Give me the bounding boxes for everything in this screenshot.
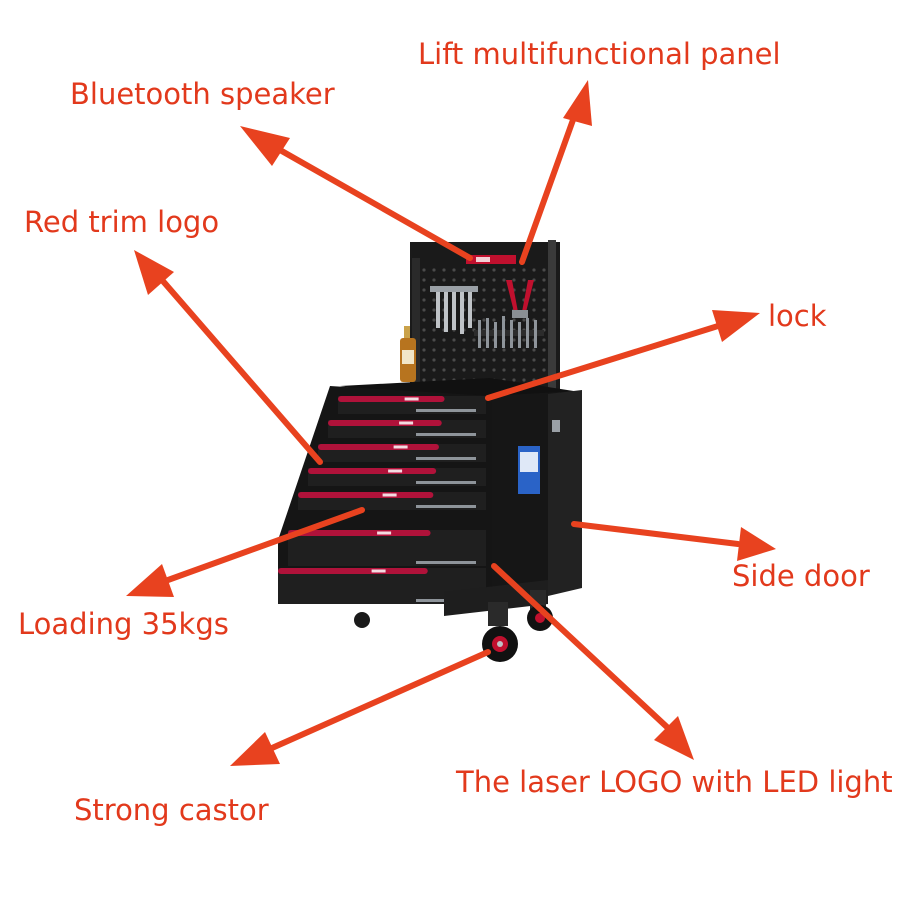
drawer-2-slide-rail xyxy=(416,433,476,436)
drawer-7-logo-icon xyxy=(371,569,386,573)
drawer-7-red-trim-handle xyxy=(278,568,428,574)
lift-panel xyxy=(410,240,560,402)
drawer-6-logo-icon xyxy=(377,531,392,535)
red-trim-logo-label: Red trim logo xyxy=(24,205,220,239)
drawer-2-logo-icon xyxy=(399,421,414,425)
drawer-1-slide-rail xyxy=(416,409,476,412)
drawer-1-red-trim-handle xyxy=(338,396,445,402)
panel-red-trim-logo xyxy=(466,255,516,264)
drawer-3-slide-rail xyxy=(416,457,476,460)
wrenches-icon xyxy=(430,286,478,334)
drawer-5-slide-rail xyxy=(416,505,476,508)
drawer-1-logo-icon xyxy=(404,397,419,401)
drawer-6-slide-rail xyxy=(416,561,476,564)
laser-logo-label: The laser LOGO with LED light xyxy=(456,765,893,799)
side-cabinet xyxy=(488,390,582,600)
lift-panel-label: Lift multifunctional panel xyxy=(418,37,781,71)
castor-front-icon xyxy=(482,602,518,662)
pliers-icon xyxy=(506,280,534,318)
side-door xyxy=(548,390,582,596)
lock-label: lock xyxy=(768,299,827,333)
drawer-2-red-trim-handle xyxy=(328,420,442,426)
side-door-label: Side door xyxy=(732,559,870,593)
bluetooth-speaker-label: Bluetooth speaker xyxy=(70,77,335,111)
drawer-5-red-trim-handle xyxy=(298,492,434,498)
castor-rear-left-icon xyxy=(354,612,370,628)
drawer-4-logo-icon xyxy=(388,469,403,473)
drawer-4-slide-rail xyxy=(416,481,476,484)
drawer-3-logo-icon xyxy=(393,445,408,449)
drawer-3-red-trim-handle xyxy=(318,444,439,450)
strong-castor-label: Strong castor xyxy=(74,793,269,827)
drawer-5-logo-icon xyxy=(382,493,397,497)
drawer-stack xyxy=(278,396,486,604)
lock-icon xyxy=(552,420,560,432)
bits-rack-icon xyxy=(474,316,544,348)
loading-capacity-label: Loading 35kgs xyxy=(18,607,229,641)
callout-arrows xyxy=(126,80,776,766)
drawer-4-red-trim-handle xyxy=(308,468,437,474)
bottle-icon xyxy=(400,326,416,382)
drawer-6-red-trim-handle xyxy=(288,530,431,536)
